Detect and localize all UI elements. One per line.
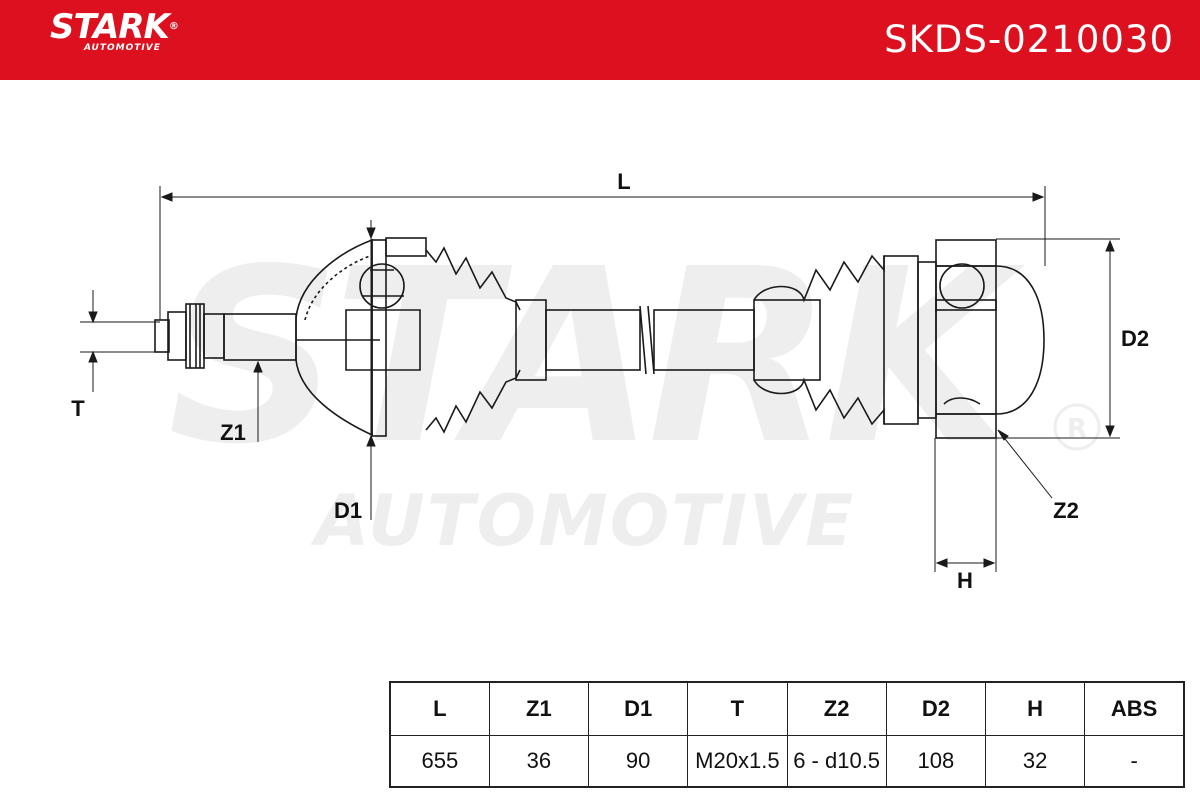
- spec-value: 6 - d10.5: [786, 735, 887, 788]
- header-bar: STARK® AUTOMOTIVE SKDS-0210030: [0, 0, 1200, 80]
- stark-logo[interactable]: STARK® AUTOMOTIVE: [50, 7, 179, 53]
- part-number: SKDS-0210030: [884, 18, 1174, 61]
- spec-value: 655: [389, 735, 490, 788]
- spec-value: 108: [885, 735, 987, 788]
- spec-value: 32: [984, 735, 1086, 788]
- label-T: T: [71, 396, 85, 421]
- spec-header-row: L Z1 D1 T Z2 D2 H ABS: [389, 681, 1185, 736]
- spec-header: H: [984, 681, 1086, 736]
- logo-text: STARK: [50, 7, 170, 47]
- watermark: STARK AUTOMOTIVE R: [168, 217, 1101, 562]
- spec-value-row: 655 36 90 M20x1.5 6 - d10.5 108 32 -: [389, 735, 1185, 788]
- watermark-registered-letter: R: [1067, 414, 1087, 444]
- spec-header: Z1: [488, 681, 590, 736]
- inner-boot: [753, 254, 885, 426]
- spec-header: L: [389, 681, 490, 736]
- logo-registered-mark: ®: [168, 21, 179, 32]
- spec-value: -: [1084, 735, 1185, 788]
- label-D2: D2: [1121, 326, 1149, 351]
- spec-value: M20x1.5: [687, 735, 788, 788]
- spec-header: ABS: [1084, 681, 1185, 736]
- spec-value: 90: [587, 735, 689, 788]
- drive-shaft-diagram: STARK AUTOMOTIVE R: [71, 169, 1149, 593]
- spec-header: D2: [885, 681, 987, 736]
- spec-table: L Z1 D1 T Z2 D2 H ABS 655 36 90 M20x1.5 …: [389, 681, 1185, 788]
- dimension-lines: [80, 186, 1120, 572]
- watermark-registered-circle: [1053, 403, 1101, 451]
- inner-cv-joint: [883, 239, 1045, 439]
- label-D1: D1: [334, 498, 362, 523]
- label-Z2: Z2: [1053, 498, 1079, 523]
- outer-cv-joint: [295, 237, 427, 437]
- spec-header: Z2: [786, 681, 887, 736]
- spec-header: T: [687, 681, 788, 736]
- logo-tagline: AUTOMOTIVE: [84, 43, 161, 53]
- watermark-stark: STARK: [168, 217, 1025, 497]
- watermark-automotive: AUTOMOTIVE: [310, 480, 855, 562]
- label-Z1: Z1: [220, 420, 246, 445]
- spec-value: 36: [488, 735, 590, 788]
- label-H: H: [957, 568, 973, 593]
- label-L: L: [617, 169, 630, 194]
- spec-header: D1: [587, 681, 689, 736]
- threaded-stub: [154, 303, 225, 369]
